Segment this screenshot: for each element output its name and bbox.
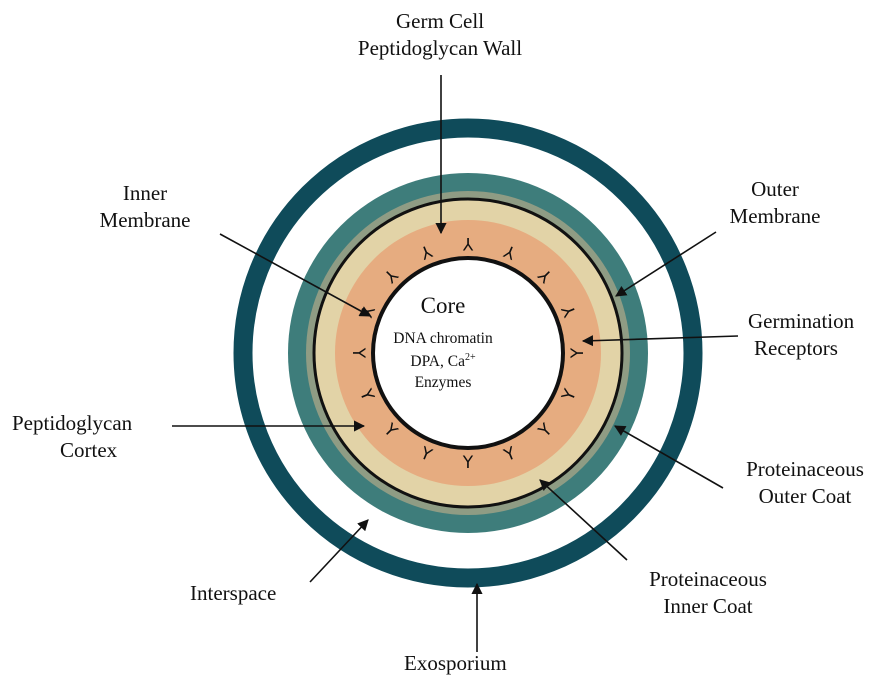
label-inner-membrane-line1: Inner bbox=[70, 180, 220, 207]
germination-receptor-icon: Y bbox=[568, 347, 588, 359]
label-inner-coat: Proteinaceous Inner Coat bbox=[628, 566, 788, 620]
label-peptidoglycan-cortex-line1: Peptidoglycan bbox=[12, 410, 182, 437]
label-inner-coat-line2: Inner Coat bbox=[628, 593, 788, 620]
label-peptidoglycan-cortex: Peptidoglycan Cortex bbox=[12, 410, 182, 464]
label-exosporium-text: Exosporium bbox=[404, 650, 507, 677]
label-germ-cell-wall-line2: Peptidoglycan Wall bbox=[310, 35, 570, 62]
germination-receptor-icon: Y bbox=[462, 233, 474, 253]
germination-receptor-icon: Y bbox=[462, 453, 474, 473]
label-exosporium: Exosporium bbox=[404, 650, 507, 677]
label-outer-membrane-line1: Outer bbox=[700, 176, 850, 203]
label-outer-coat-line1: Proteinaceous bbox=[725, 456, 885, 483]
label-germination-receptors-line1: Germination bbox=[748, 308, 888, 335]
germination-receptor-icon: Y bbox=[348, 347, 368, 359]
label-outer-coat: Proteinaceous Outer Coat bbox=[725, 456, 885, 510]
label-germ-cell-wall-line1: Germ Cell bbox=[310, 8, 570, 35]
label-peptidoglycan-cortex-line2: Cortex bbox=[12, 437, 182, 464]
label-outer-membrane-line2: Membrane bbox=[700, 203, 850, 230]
label-germ-cell-wall: Germ Cell Peptidoglycan Wall bbox=[310, 8, 570, 62]
label-germination-receptors: Germination Receptors bbox=[748, 308, 888, 362]
label-outer-membrane: Outer Membrane bbox=[700, 176, 850, 230]
label-interspace: Interspace bbox=[190, 580, 276, 607]
label-inner-membrane: Inner Membrane bbox=[70, 180, 220, 234]
label-germination-receptors-line2: Receptors bbox=[748, 335, 888, 362]
core-line-dna: DNA chromatin bbox=[373, 330, 513, 348]
core-line-dpa-base: DPA, Ca bbox=[410, 353, 465, 370]
label-inner-membrane-line2: Membrane bbox=[70, 207, 220, 234]
label-inner-coat-line1: Proteinaceous bbox=[628, 566, 788, 593]
label-interspace-text: Interspace bbox=[190, 580, 276, 607]
core-line-dpa-sup: 2+ bbox=[465, 352, 476, 363]
core-line-enzymes: Enzymes bbox=[373, 374, 513, 392]
core-line-dpa: DPA, Ca2+ bbox=[373, 352, 513, 371]
label-outer-coat-line2: Outer Coat bbox=[725, 483, 885, 510]
core-title: Core bbox=[393, 293, 493, 319]
